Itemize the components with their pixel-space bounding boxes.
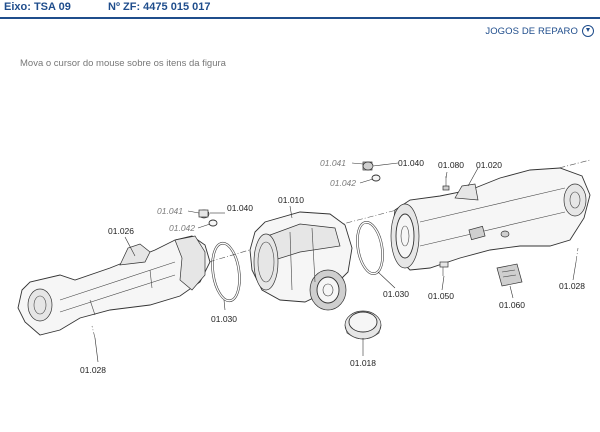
leader-01028-right	[572, 261, 577, 281]
leader-01040-right	[372, 162, 399, 167]
bearing-cup-01018[interactable]	[344, 310, 382, 340]
right-o-ring-01030[interactable]	[353, 219, 388, 277]
callout-01041-right[interactable]: 01.041	[320, 158, 346, 168]
callout-01030-left[interactable]: 01.030	[211, 314, 237, 324]
callout-01040-left[interactable]: 01.040	[227, 203, 253, 213]
leader-01020	[467, 167, 479, 187]
leader-01028-left-dash	[91, 325, 96, 339]
callout-01026[interactable]: 01.026	[108, 226, 134, 236]
leader-01030-left	[223, 299, 226, 311]
leader-01010	[289, 205, 293, 219]
right-axle-housing-01020[interactable]	[390, 167, 591, 271]
bolt-01050[interactable]	[439, 261, 449, 276]
leader-01050	[441, 275, 445, 291]
right-plug-01041[interactable]	[362, 161, 374, 171]
leader-01028-right-dash	[575, 247, 579, 263]
leader-01030-right	[377, 271, 396, 289]
right-seal-ring-01042[interactable]	[371, 174, 381, 182]
zf-number-label: Nº ZF: 4475 015 017	[108, 1, 211, 13]
left-axle-housing[interactable]	[17, 235, 211, 336]
callout-01042-right[interactable]: 01.042	[330, 178, 356, 188]
callout-01042-left[interactable]: 01.042	[169, 223, 195, 233]
header-bar: Eixo: TSA 09 Nº ZF: 4475 015 017	[0, 0, 600, 19]
repair-kits-link[interactable]: JOGOS DE REPARO	[485, 25, 594, 37]
callout-01018[interactable]: 01.018	[350, 358, 376, 368]
down-arrow-circle-icon	[582, 25, 594, 37]
axle-model-label: Eixo: TSA 09	[4, 1, 71, 13]
callout-01010[interactable]: 01.010	[278, 195, 304, 205]
callout-01020[interactable]: 01.020	[476, 160, 502, 170]
leader-01041-right	[351, 162, 364, 165]
callout-01030-right[interactable]: 01.030	[383, 289, 409, 299]
leader-01041-left	[187, 210, 200, 214]
id-plate-01060[interactable]	[496, 263, 523, 287]
leader-01042-left	[197, 223, 211, 229]
callout-01041-left[interactable]: 01.041	[157, 206, 183, 216]
callout-01050[interactable]: 01.050	[428, 291, 454, 301]
leader-01080	[445, 171, 448, 179]
leader-01028-left	[94, 337, 99, 363]
leader-01026	[124, 236, 136, 257]
callout-01028-right[interactable]: 01.028	[559, 281, 585, 291]
leader-01060	[509, 285, 514, 299]
differential-housing-01010[interactable]	[249, 211, 353, 311]
callout-01028-left[interactable]: 01.028	[80, 365, 106, 375]
instruction-text: Mova o cursor do mouse sobre os itens da…	[20, 58, 226, 69]
callout-01040-right[interactable]: 01.040	[398, 158, 424, 168]
left-plug-01041[interactable]	[198, 209, 210, 219]
left-o-ring-01030[interactable]	[208, 240, 244, 303]
leader-01042-right	[359, 178, 374, 184]
repair-kits-label: JOGOS DE REPARO	[485, 25, 578, 37]
left-seal-ring-01042[interactable]	[208, 219, 218, 227]
callout-01060[interactable]: 01.060	[499, 300, 525, 310]
screw-01080[interactable]	[442, 176, 450, 191]
callout-01080[interactable]: 01.080	[438, 160, 464, 170]
